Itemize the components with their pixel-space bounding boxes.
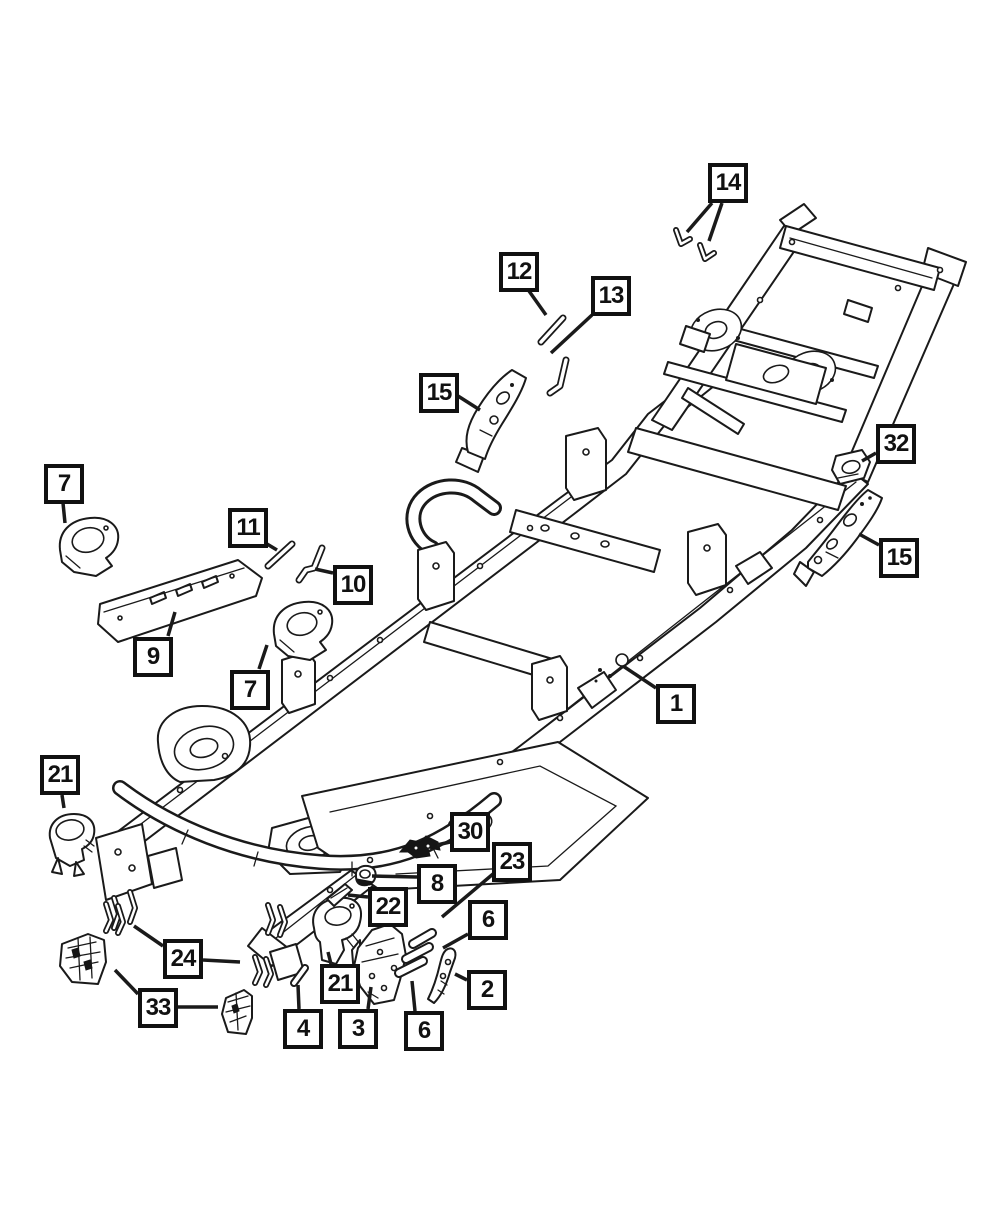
callout-15a[interactable]: 15 (419, 373, 459, 413)
part-2-blade (427, 947, 457, 1004)
callout-6b[interactable]: 6 (468, 900, 508, 940)
leader-line-14-1 (707, 202, 724, 242)
callout-21b[interactable]: 21 (320, 964, 360, 1004)
part-11-rod (264, 540, 296, 570)
leader-line-7b (257, 644, 269, 670)
leader-line-32 (861, 451, 877, 463)
callout-7a[interactable]: 7 (44, 464, 84, 504)
leader-line-22 (347, 893, 369, 899)
callout-10[interactable]: 10 (333, 565, 373, 605)
leader-line-24-1 (202, 958, 241, 964)
callout-2[interactable]: 2 (467, 970, 507, 1010)
part-6-spacer-tubes (394, 928, 437, 978)
leader-line-12 (527, 289, 548, 317)
callout-4[interactable]: 4 (283, 1009, 323, 1049)
leader-line-21b (326, 951, 333, 965)
part-24-hooks-left (103, 901, 126, 936)
leader-line-3 (366, 986, 373, 1010)
callout-9[interactable]: 9 (133, 637, 173, 677)
leader-line-11 (266, 542, 278, 552)
part-8-nut (354, 864, 377, 887)
leader-line-9 (166, 611, 177, 637)
leader-line-33 (113, 968, 140, 996)
part-21-left-bracket (48, 813, 96, 877)
leader-line-15b (858, 532, 880, 547)
callout-22[interactable]: 22 (368, 887, 408, 927)
callout-7b[interactable]: 7 (230, 670, 270, 710)
callout-32[interactable]: 32 (876, 424, 916, 464)
leader-line-10 (314, 567, 334, 575)
part-32-plate (831, 449, 871, 485)
callout-3[interactable]: 3 (338, 1009, 378, 1049)
part-4-pin (290, 964, 309, 987)
rail-holes (176, 238, 944, 894)
body-mount-brackets (281, 427, 727, 721)
leader-line-23 (440, 872, 495, 919)
leader-line-8 (371, 874, 418, 879)
part-12-rod (537, 314, 567, 346)
callout-8[interactable]: 8 (417, 864, 457, 904)
leader-line-13 (549, 313, 594, 355)
leader-line-4 (296, 984, 301, 1010)
part-30-bracket (398, 835, 441, 859)
leader-line-6a (410, 980, 417, 1012)
part-13-rod (546, 356, 570, 397)
leader-line-15a (457, 394, 481, 412)
part-9-crossmember-plate (97, 559, 263, 643)
part-10-rod (295, 544, 326, 584)
part-15-right-reinforcement (793, 489, 883, 587)
callout-1[interactable]: 1 (656, 684, 696, 724)
part-33-left-bracket (59, 933, 107, 985)
callout-11[interactable]: 11 (228, 508, 268, 548)
part-7-bracket-bottom (272, 600, 334, 661)
part-33-right-bracket (221, 989, 253, 1035)
part-14-hook-bolts (673, 227, 717, 262)
leader-line-1 (622, 664, 657, 690)
leader-line-2 (454, 972, 468, 982)
part-15-left-reinforcement (455, 369, 527, 473)
leader-line-6b (442, 932, 469, 950)
leader-line-21a (60, 794, 66, 809)
callout-33[interactable]: 33 (138, 988, 178, 1028)
part-7-bracket-top (58, 516, 120, 577)
callout-21a[interactable]: 21 (40, 755, 80, 795)
leader-line-14 (685, 201, 714, 234)
callout-24[interactable]: 24 (163, 939, 203, 979)
callout-30[interactable]: 30 (450, 812, 490, 852)
callout-13[interactable]: 13 (591, 276, 631, 316)
part-22-strip (326, 883, 353, 907)
part-24-hooks-right (252, 954, 274, 988)
callout-23[interactable]: 23 (492, 842, 532, 882)
leader-line-30 (436, 840, 451, 847)
callout-15b[interactable]: 15 (879, 538, 919, 578)
callout-14[interactable]: 14 (708, 163, 748, 203)
callout-12[interactable]: 12 (499, 252, 539, 292)
callout-6a[interactable]: 6 (404, 1011, 444, 1051)
leader-line-7a (61, 502, 67, 524)
leader-line-24 (133, 924, 164, 948)
